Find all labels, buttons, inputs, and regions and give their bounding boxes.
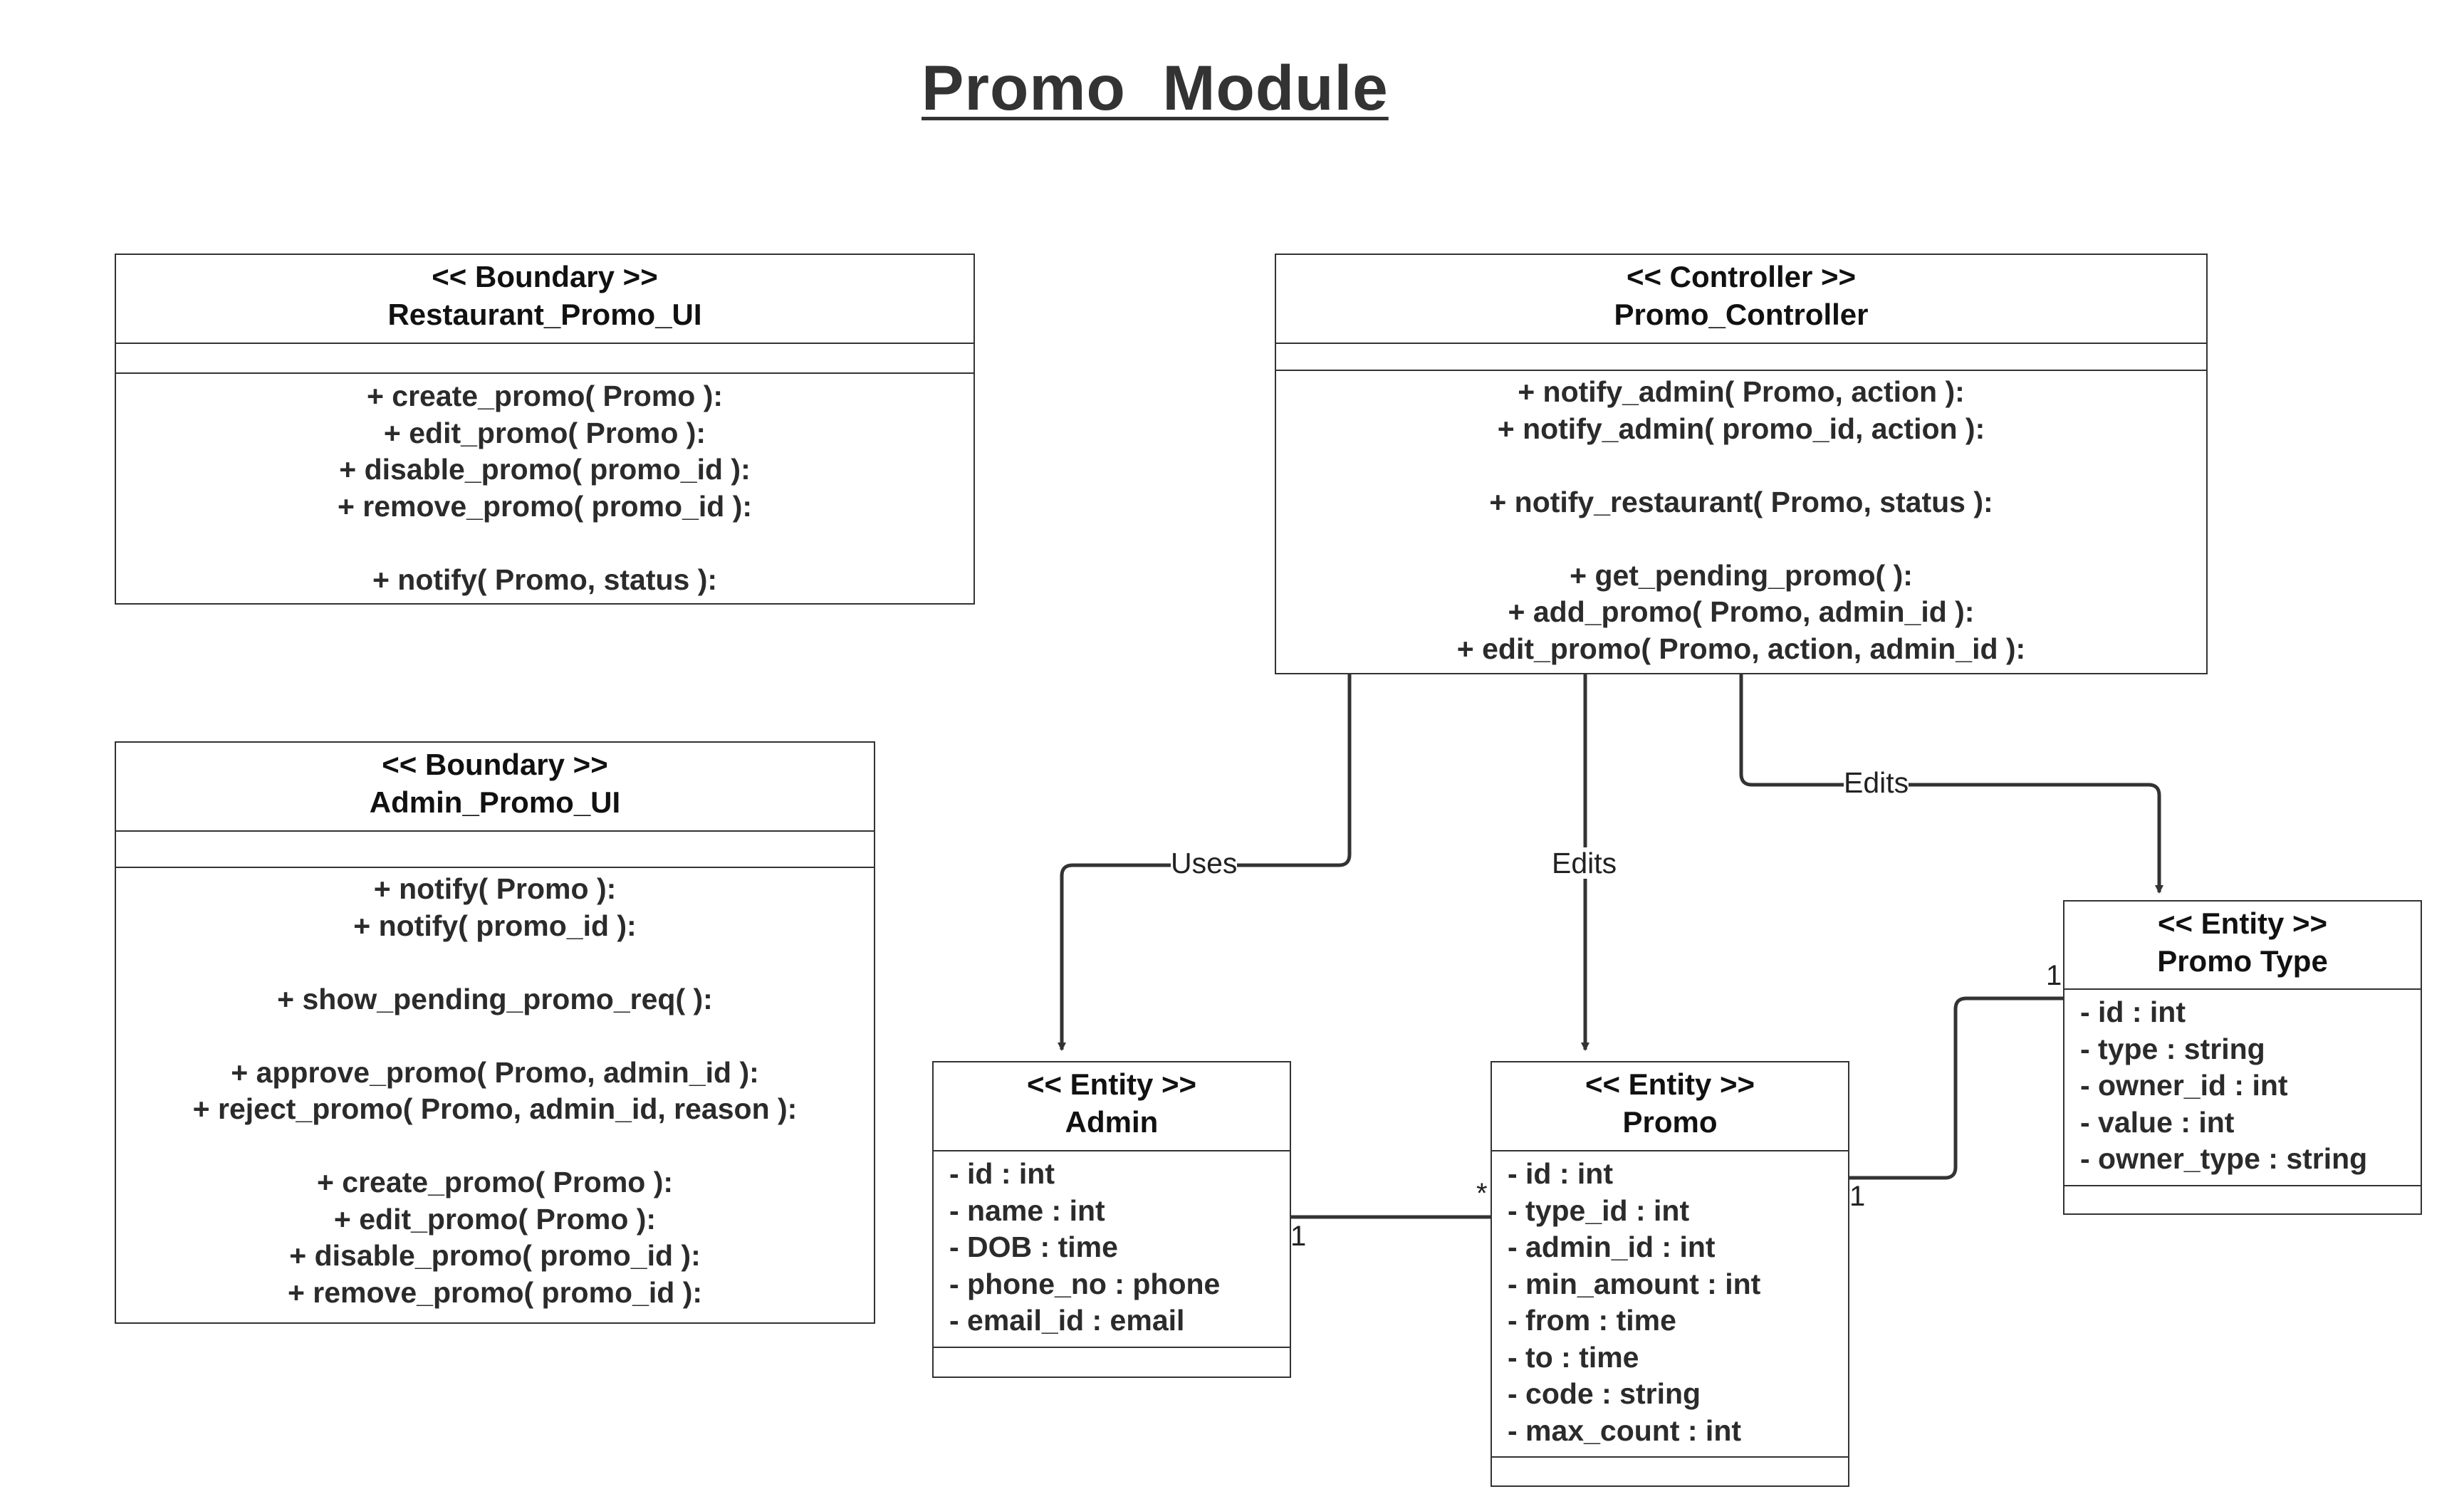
class-admin-promo-ui[interactable]: << Boundary >> Admin_Promo_UI + notify( … xyxy=(115,741,875,1324)
class-stereotype: << Entity >> xyxy=(1585,1067,1755,1101)
class-header: << Entity >> Admin xyxy=(934,1062,1290,1151)
attribute: - to : time xyxy=(1508,1340,1639,1374)
multiplicity-promo-end-many: * xyxy=(1476,1178,1488,1209)
class-stereotype: << Boundary >> xyxy=(382,748,608,781)
class-stereotype: << Entity >> xyxy=(2157,907,2328,940)
class-name: Restaurant_Promo_UI xyxy=(387,298,702,331)
multiplicity-promo-end-one: 1 xyxy=(1849,1181,1866,1212)
operation xyxy=(116,525,973,562)
attribute: - from : time xyxy=(1508,1304,1676,1337)
attribute: - id : int xyxy=(1508,1157,1614,1190)
edits-type-label: Edits xyxy=(1844,766,1909,799)
class-attributes: - id : int - name : int - DOB : time - p… xyxy=(934,1151,1290,1348)
multiplicity-promo-type-end: 1 xyxy=(2046,960,2062,991)
attribute: - DOB : time xyxy=(949,1231,1118,1263)
operation: + get_pending_promo( ): xyxy=(1570,558,1913,592)
class-stereotype: << Controller >> xyxy=(1626,260,1857,293)
operation: + reject_promo( Promo, admin_id, reason … xyxy=(192,1092,798,1125)
class-attributes xyxy=(116,344,973,374)
class-attributes: - id : int - type : string - owner_id : … xyxy=(2064,990,2421,1186)
operation: + disable_promo( promo_id ): xyxy=(289,1239,701,1272)
class-attributes: - id : int - type_id : int - admin_id : … xyxy=(1492,1151,1848,1458)
class-header: << Entity >> Promo xyxy=(1492,1062,1848,1151)
operation: + notify_restaurant( Promo, status ): xyxy=(1489,485,1993,518)
class-admin[interactable]: << Entity >> Admin - id : int - name : i… xyxy=(932,1061,1291,1378)
operation xyxy=(116,1018,874,1055)
class-header: << Controller >> Promo_Controller xyxy=(1276,255,2206,344)
attribute: - type : string xyxy=(2080,1032,2265,1065)
attribute: - owner_id : int xyxy=(2080,1069,2288,1102)
attribute: - id : int xyxy=(2080,996,2186,1028)
attribute: - value : int xyxy=(2080,1105,2235,1139)
attribute: - min_amount : int xyxy=(1508,1267,1761,1300)
operation: + edit_promo( Promo, action, admin_id ): xyxy=(1456,632,2026,665)
class-name: Admin_Promo_UI xyxy=(369,785,621,819)
operation xyxy=(1276,521,2206,558)
attribute: - code : string xyxy=(1508,1377,1701,1410)
operation: + notify( Promo ): xyxy=(373,872,617,905)
operation: + edit_promo( Promo ): xyxy=(333,1202,657,1236)
attribute: - id : int xyxy=(949,1157,1055,1190)
operation: + create_promo( Promo ): xyxy=(366,380,724,412)
class-attributes xyxy=(1276,344,2206,371)
operation: + show_pending_promo_req( ): xyxy=(277,982,713,1015)
class-operations: + notify_admin( Promo, action ): + notif… xyxy=(1276,371,2206,667)
operation xyxy=(116,1128,874,1165)
operation: + remove_promo( promo_id ): xyxy=(337,489,753,523)
attribute: - owner_type : string xyxy=(2080,1142,2368,1175)
class-operations: + create_promo( Promo ): + edit_promo( P… xyxy=(116,374,973,598)
class-name: Promo_Controller xyxy=(1614,298,1869,331)
class-name: Promo Type xyxy=(2157,944,2328,978)
operation: + notify_admin( Promo, action ): xyxy=(1518,375,1965,408)
operation: + disable_promo( promo_id ): xyxy=(339,453,751,486)
page-title: Promo Module xyxy=(922,52,1389,123)
edits-type-connector xyxy=(1739,673,2163,894)
edits-promo-label: Edits xyxy=(1552,847,1617,879)
operation: + notify( Promo, status ): xyxy=(372,563,718,596)
promo-type-association xyxy=(1849,996,2063,1180)
operation: + edit_promo( Promo ): xyxy=(383,416,706,449)
class-header: << Boundary >> Admin_Promo_UI xyxy=(116,743,874,832)
uses-label: Uses xyxy=(1171,847,1238,879)
multiplicity-admin-end: 1 xyxy=(1290,1221,1307,1252)
class-stereotype: << Entity >> xyxy=(1026,1067,1197,1101)
attribute: - phone_no : phone xyxy=(949,1267,1221,1300)
attribute: - type_id : int xyxy=(1508,1193,1690,1227)
class-promo-type[interactable]: << Entity >> Promo Type - id : int - typ… xyxy=(2063,900,2422,1215)
attribute: - admin_id : int xyxy=(1508,1231,1716,1263)
class-operations: + notify( Promo ): + notify( promo_id ):… xyxy=(116,868,874,1311)
class-attributes xyxy=(116,832,874,868)
class-restaurant-promo-ui[interactable]: << Boundary >> Restaurant_Promo_UI + cre… xyxy=(115,254,975,605)
operation: + create_promo( Promo ): xyxy=(316,1166,674,1198)
class-promo[interactable]: << Entity >> Promo - id : int - type_id … xyxy=(1491,1061,1849,1487)
attribute: - max_count : int xyxy=(1508,1414,1742,1447)
class-name: Admin xyxy=(1065,1105,1159,1139)
operation xyxy=(116,944,874,981)
class-header: << Boundary >> Restaurant_Promo_UI xyxy=(116,255,973,344)
operation: + add_promo( Promo, admin_id ): xyxy=(1508,595,1975,628)
class-promo-controller[interactable]: << Controller >> Promo_Controller + noti… xyxy=(1275,254,2208,674)
class-stereotype: << Boundary >> xyxy=(432,260,658,293)
operation xyxy=(1276,447,2206,484)
operation: + notify_admin( promo_id, action ): xyxy=(1497,412,1985,445)
attribute: - email_id : email xyxy=(949,1304,1185,1337)
class-name: Promo xyxy=(1622,1105,1718,1139)
class-header: << Entity >> Promo Type xyxy=(2064,902,2421,990)
attribute: - name : int xyxy=(949,1193,1105,1227)
operation: + approve_promo( Promo, admin_id ): xyxy=(231,1055,759,1089)
operation: + notify( promo_id ): xyxy=(353,909,637,942)
operation: + remove_promo( promo_id ): xyxy=(287,1275,703,1309)
